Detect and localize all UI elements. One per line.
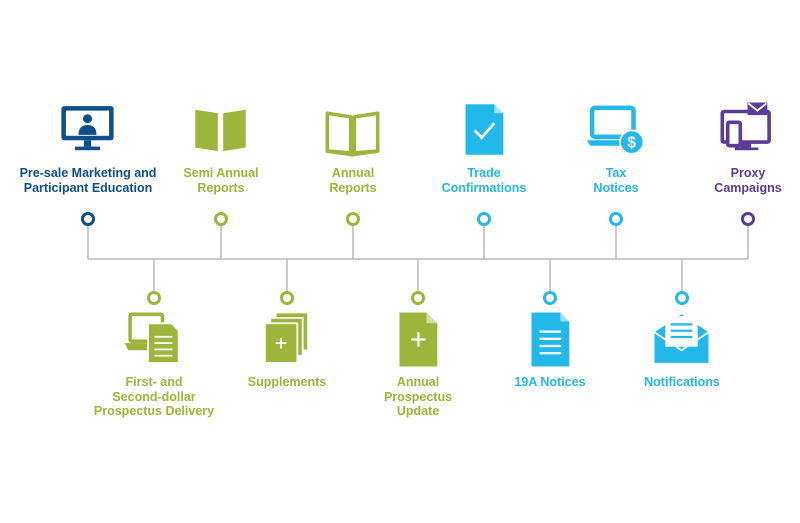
bottom-node bbox=[147, 291, 161, 305]
monitor-user-icon bbox=[61, 106, 114, 151]
top-node bbox=[609, 212, 623, 226]
bottom-item-label: Supplements bbox=[187, 375, 387, 390]
top-item-label-line: Pre-sale Marketing and bbox=[19, 166, 157, 180]
bottom-item-label-line: Annual bbox=[396, 375, 440, 389]
top-node bbox=[81, 212, 95, 226]
document-check-icon bbox=[465, 104, 504, 155]
top-node bbox=[741, 212, 755, 226]
bottom-node bbox=[411, 291, 425, 305]
top-item-label-line: Participant Education bbox=[23, 180, 153, 195]
laptop-document-icon bbox=[124, 312, 180, 364]
envelope-letter-icon bbox=[654, 314, 709, 363]
open-book-outline-icon bbox=[325, 111, 380, 157]
top-item-label-line: Notices bbox=[593, 180, 639, 195]
bottom-item-label-line: Prospectus bbox=[383, 389, 453, 404]
document-plus-icon bbox=[399, 312, 438, 367]
top-item-label-line: Proxy bbox=[730, 166, 766, 180]
bottom-item-label-line: 19A Notices bbox=[514, 375, 586, 389]
top-item-label-line: Semi Annual bbox=[183, 166, 259, 180]
bottom-item-label-line: First- and bbox=[125, 375, 183, 389]
bottom-item-label-line: Second-dollar bbox=[112, 389, 196, 404]
bottom-item-label-line: Supplements bbox=[247, 375, 327, 389]
devices-mail-icon bbox=[720, 102, 771, 151]
bottom-item-label: Notifications bbox=[582, 375, 782, 390]
top-item-label-line: Tax bbox=[605, 166, 627, 180]
bottom-item-label: 19A Notices bbox=[450, 375, 650, 390]
bottom-item-label-line: Prospectus Delivery bbox=[93, 404, 215, 418]
bottom-item-label-line: Update bbox=[396, 404, 440, 418]
bottom-node bbox=[543, 291, 557, 305]
document-lines-icon bbox=[531, 312, 570, 367]
top-item-label-line: Annual bbox=[331, 166, 375, 180]
bottom-item-label-line: Notifications bbox=[644, 375, 720, 389]
top-item-label-line: Trade bbox=[467, 166, 501, 180]
top-node bbox=[214, 212, 228, 226]
stacked-pages-plus-icon bbox=[264, 311, 310, 364]
top-node bbox=[346, 212, 360, 226]
top-item-label-line: Reports bbox=[329, 180, 377, 195]
open-book-icon bbox=[195, 109, 246, 152]
top-item-label-line: Campaigns bbox=[714, 180, 782, 195]
svg-text:$: $ bbox=[627, 135, 636, 152]
laptop-dollar-icon: $ bbox=[586, 105, 645, 155]
top-node bbox=[477, 212, 491, 226]
top-item-label-line: Reports bbox=[197, 180, 245, 195]
bottom-node bbox=[675, 291, 689, 305]
bottom-node bbox=[280, 291, 294, 305]
top-item-label-line: Confirmations bbox=[441, 180, 527, 195]
